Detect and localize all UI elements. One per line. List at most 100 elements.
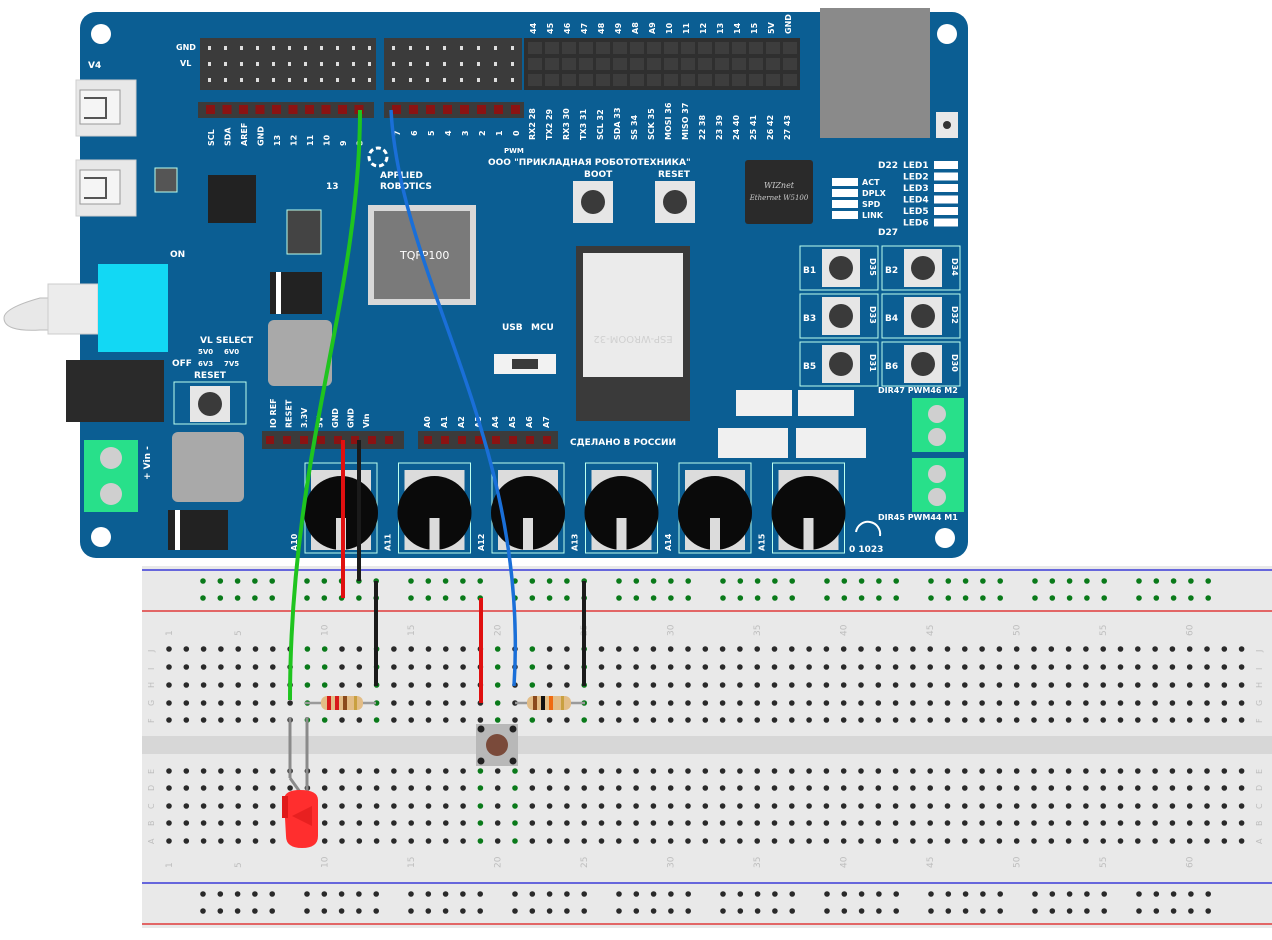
breadboard-hole[interactable] <box>235 717 241 723</box>
breadboard-hole[interactable] <box>598 664 605 670</box>
breadboard-hole[interactable] <box>892 768 899 774</box>
rail-hole[interactable] <box>356 908 362 914</box>
breadboard-hole[interactable] <box>1083 803 1089 809</box>
breadboard-hole[interactable] <box>840 803 847 809</box>
rail-hole[interactable] <box>1032 908 1038 914</box>
breadboard-hole[interactable] <box>598 717 605 723</box>
breadboard-hole[interactable] <box>962 664 968 670</box>
rail-hole[interactable] <box>1153 908 1160 914</box>
rail-hole[interactable] <box>304 578 310 584</box>
power-header-pin[interactable] <box>266 436 274 444</box>
breadboard-hole[interactable] <box>1238 664 1245 670</box>
boot-button[interactable] <box>573 181 613 223</box>
breadboard-hole[interactable] <box>996 646 1003 652</box>
rail-hole[interactable] <box>945 578 952 584</box>
rail-hole[interactable] <box>373 891 380 897</box>
breadboard-hole[interactable] <box>858 803 864 809</box>
breadboard-hole[interactable] <box>702 700 709 706</box>
breadboard-hole[interactable] <box>1117 768 1124 774</box>
breadboard-hole[interactable] <box>512 803 518 809</box>
breadboard-hole[interactable] <box>598 646 605 652</box>
breadboard-hole[interactable] <box>1083 838 1089 844</box>
breadboard-hole[interactable] <box>633 664 639 670</box>
breadboard-hole[interactable] <box>1221 717 1228 723</box>
breadboard-hole[interactable] <box>321 664 328 670</box>
breadboard-hole[interactable] <box>425 717 432 723</box>
breadboard-hole[interactable] <box>200 838 207 844</box>
breadboard-hole[interactable] <box>287 700 293 706</box>
breadboard-hole[interactable] <box>460 682 466 688</box>
rail-hole[interactable] <box>945 595 952 601</box>
breadboard-hole[interactable] <box>425 664 432 670</box>
breadboard-hole[interactable] <box>719 717 726 723</box>
rail-hole[interactable] <box>962 595 969 601</box>
breadboard-hole[interactable] <box>1221 820 1228 826</box>
breadboard-hole[interactable] <box>1152 682 1158 688</box>
breadboard-hole[interactable] <box>598 838 605 844</box>
breadboard-hole[interactable] <box>650 646 657 652</box>
breadboard-hole[interactable] <box>356 820 363 826</box>
breadboard-hole[interactable] <box>1221 682 1228 688</box>
rail-hole[interactable] <box>1049 908 1056 914</box>
rail-hole[interactable] <box>581 891 587 897</box>
power-header-pin[interactable] <box>385 436 393 444</box>
rail-hole[interactable] <box>512 891 518 897</box>
breadboard-hole[interactable] <box>356 717 363 723</box>
breadboard-hole[interactable] <box>235 664 241 670</box>
breadboard-hole[interactable] <box>840 646 847 652</box>
breadboard-hole[interactable] <box>460 838 466 844</box>
breadboard-hole[interactable] <box>477 717 484 723</box>
breadboard-hole[interactable] <box>1048 646 1055 652</box>
rail-hole[interactable] <box>321 891 328 897</box>
breadboard-hole[interactable] <box>252 700 259 706</box>
breadboard-hole[interactable] <box>616 700 622 706</box>
breadboard-hole[interactable] <box>806 768 812 774</box>
rail-hole[interactable] <box>1101 891 1107 897</box>
breadboard-hole[interactable] <box>996 820 1003 826</box>
breadboard-hole[interactable] <box>1100 682 1106 688</box>
breadboard-hole[interactable] <box>910 820 916 826</box>
rail-hole[interactable] <box>737 891 744 897</box>
breadboard-hole[interactable] <box>581 768 587 774</box>
breadboard-hole[interactable] <box>771 682 778 688</box>
breadboard-hole[interactable] <box>754 785 760 791</box>
digital-pin[interactable] <box>222 105 232 114</box>
rail-hole[interactable] <box>754 595 761 601</box>
breadboard-hole[interactable] <box>1100 646 1106 652</box>
breadboard-hole[interactable] <box>1152 820 1158 826</box>
breadboard-hole[interactable] <box>581 717 587 723</box>
breadboard-hole[interactable] <box>944 803 951 809</box>
breadboard-hole[interactable] <box>1238 717 1245 723</box>
breadboard-hole[interactable] <box>235 785 241 791</box>
breadboard-hole[interactable] <box>979 838 985 844</box>
digital-pin[interactable] <box>477 105 486 114</box>
breadboard-hole[interactable] <box>616 803 622 809</box>
rail-hole[interactable] <box>789 908 795 914</box>
breadboard-hole[interactable] <box>962 682 968 688</box>
rail-hole[interactable] <box>737 908 744 914</box>
breadboard-hole[interactable] <box>252 785 259 791</box>
breadboard-hole[interactable] <box>1135 717 1141 723</box>
breadboard-hole[interactable] <box>166 700 172 706</box>
breadboard-hole[interactable] <box>235 646 241 652</box>
breadboard-hole[interactable] <box>702 803 709 809</box>
rail-hole[interactable] <box>460 908 466 914</box>
rail-hole[interactable] <box>772 595 778 601</box>
rail-hole[interactable] <box>650 908 657 914</box>
rail-hole[interactable] <box>928 891 934 897</box>
green-wire[interactable] <box>288 109 362 701</box>
breadboard-hole[interactable] <box>1221 838 1228 844</box>
breadboard-hole[interactable] <box>944 785 951 791</box>
rail-hole[interactable] <box>1066 891 1073 897</box>
breadboard-hole[interactable] <box>737 664 743 670</box>
rail-hole[interactable] <box>616 891 622 897</box>
rail-hole[interactable] <box>529 891 536 897</box>
rail-hole[interactable] <box>945 891 952 897</box>
rail-hole[interactable] <box>945 908 952 914</box>
breadboard-hole[interactable] <box>460 768 466 774</box>
breadboard-hole[interactable] <box>737 646 743 652</box>
breadboard-hole[interactable] <box>667 785 674 791</box>
breadboard-hole[interactable] <box>529 664 536 670</box>
breadboard-hole[interactable] <box>408 838 415 844</box>
breadboard-hole[interactable] <box>270 803 276 809</box>
